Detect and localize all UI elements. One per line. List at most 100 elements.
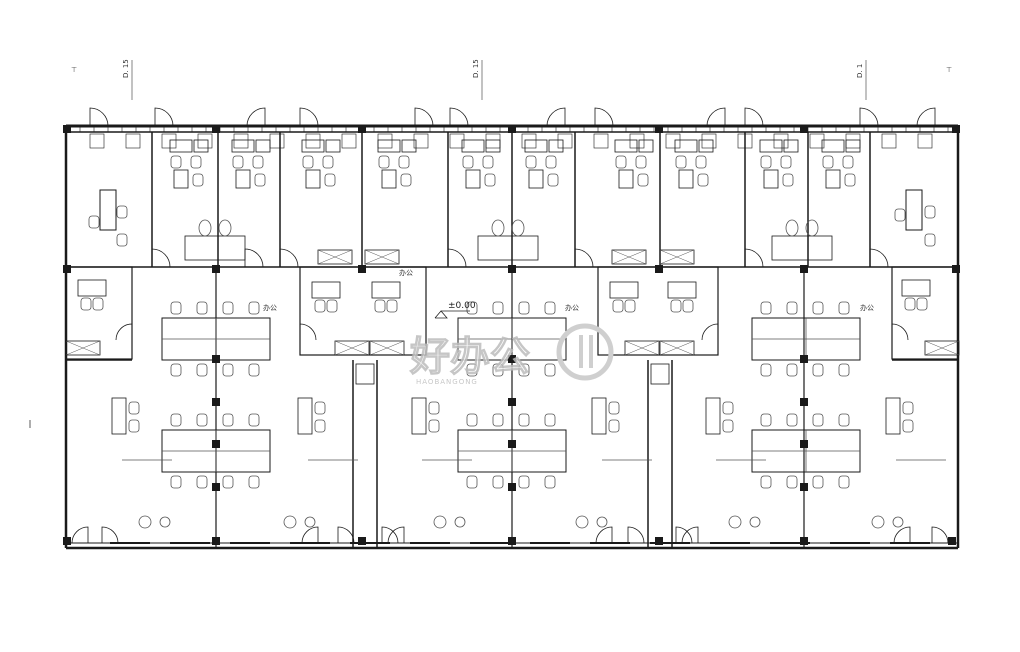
chair xyxy=(544,301,556,315)
executive-desk xyxy=(99,189,117,231)
chair xyxy=(682,299,694,313)
chair xyxy=(314,401,326,415)
chair xyxy=(924,233,936,247)
storage-cabinet xyxy=(317,249,353,265)
furniture xyxy=(65,133,960,529)
cabinet xyxy=(401,139,417,153)
cabinet xyxy=(548,139,564,153)
chair xyxy=(675,155,687,169)
column xyxy=(952,125,960,133)
chair xyxy=(812,413,824,427)
column xyxy=(358,537,366,545)
small-office xyxy=(891,266,959,360)
column xyxy=(800,265,808,273)
chair xyxy=(760,155,772,169)
chair xyxy=(302,155,314,169)
column xyxy=(948,537,956,545)
grid-label-left: D. 15 xyxy=(122,59,130,78)
plant-pot xyxy=(283,515,297,529)
side-desk xyxy=(705,397,721,435)
desk xyxy=(821,139,845,153)
chair xyxy=(786,475,798,489)
room-tags: 办公 办公 办公 办公 xyxy=(263,268,874,312)
storage-cabinet xyxy=(924,340,960,356)
door-swing xyxy=(893,526,911,544)
desk xyxy=(614,139,638,153)
side-desk xyxy=(411,397,427,435)
chair xyxy=(222,363,234,377)
cabinet xyxy=(193,139,209,153)
grid-markers: ⊤ D. 15 D. 15 D. 1 ⊤ xyxy=(29,59,952,428)
sofa xyxy=(477,235,539,261)
chair xyxy=(196,475,208,489)
chair xyxy=(518,413,530,427)
storage-cabinet xyxy=(364,249,400,265)
desk xyxy=(173,169,189,189)
columns xyxy=(63,125,960,545)
desk xyxy=(169,139,193,153)
chair xyxy=(838,475,850,489)
desk xyxy=(381,169,397,189)
side-table xyxy=(805,219,819,237)
column xyxy=(655,125,663,133)
chair xyxy=(722,419,734,433)
chair xyxy=(670,299,682,313)
window-cabinet xyxy=(845,133,861,149)
chair xyxy=(386,299,398,313)
cabinet xyxy=(783,139,799,153)
plant-pot xyxy=(749,516,761,528)
column xyxy=(508,125,516,133)
desk xyxy=(678,169,694,189)
chair xyxy=(838,363,850,377)
door-swing xyxy=(546,107,566,127)
column xyxy=(508,355,516,363)
chair xyxy=(232,155,244,169)
desk xyxy=(759,139,783,153)
desk xyxy=(235,169,251,189)
chair xyxy=(248,301,260,315)
chair xyxy=(322,155,334,169)
storage-cabinet xyxy=(611,249,647,265)
chair xyxy=(492,301,504,315)
desk xyxy=(305,169,321,189)
chair xyxy=(916,297,928,311)
door-swing xyxy=(594,107,614,127)
column xyxy=(952,265,960,273)
chair xyxy=(545,155,557,169)
column xyxy=(212,265,220,273)
storage-cabinet-cross xyxy=(364,249,400,265)
door-swing xyxy=(246,107,266,127)
chair xyxy=(904,297,916,311)
window-cabinet xyxy=(233,133,249,149)
storage-cabinet-cross xyxy=(611,249,647,265)
storage-cabinet-cross xyxy=(924,340,960,356)
chair xyxy=(525,155,537,169)
room-tag: 办公 xyxy=(399,268,413,277)
side-table xyxy=(218,219,232,237)
cabinet xyxy=(255,139,271,153)
chair xyxy=(170,155,182,169)
meeting-room xyxy=(597,266,719,356)
watermark-logo: 好办公 HAOBANGONG xyxy=(408,323,614,386)
chair xyxy=(374,299,386,313)
chair xyxy=(844,173,856,187)
window-cabinet xyxy=(413,133,429,149)
chair xyxy=(400,173,412,187)
chair xyxy=(822,155,834,169)
chair xyxy=(466,475,478,489)
shaft xyxy=(355,363,375,385)
column xyxy=(358,125,366,133)
desk xyxy=(609,281,639,299)
chair xyxy=(492,475,504,489)
plant-pot xyxy=(892,516,904,528)
chair xyxy=(466,413,478,427)
chair xyxy=(428,401,440,415)
door-swing xyxy=(71,526,89,544)
door-swing xyxy=(675,526,693,544)
watermark-subtext: HAOBANGONG xyxy=(416,378,478,386)
side-table xyxy=(785,219,799,237)
chair xyxy=(612,299,624,313)
column xyxy=(212,125,220,133)
small-office xyxy=(65,266,133,360)
